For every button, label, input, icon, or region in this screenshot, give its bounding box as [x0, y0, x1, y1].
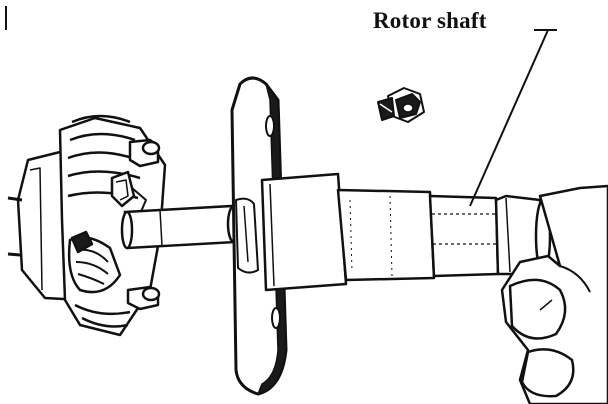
rotor-shaft	[260, 172, 552, 292]
hand	[500, 184, 608, 404]
rotor-shaft-label: Rotor shaft	[373, 8, 487, 33]
thin-shaft	[120, 204, 242, 250]
bolt	[377, 87, 425, 123]
rotor-flange-assembly	[7, 114, 167, 337]
mounting-plate	[230, 76, 288, 396]
leader-line	[469, 29, 557, 207]
